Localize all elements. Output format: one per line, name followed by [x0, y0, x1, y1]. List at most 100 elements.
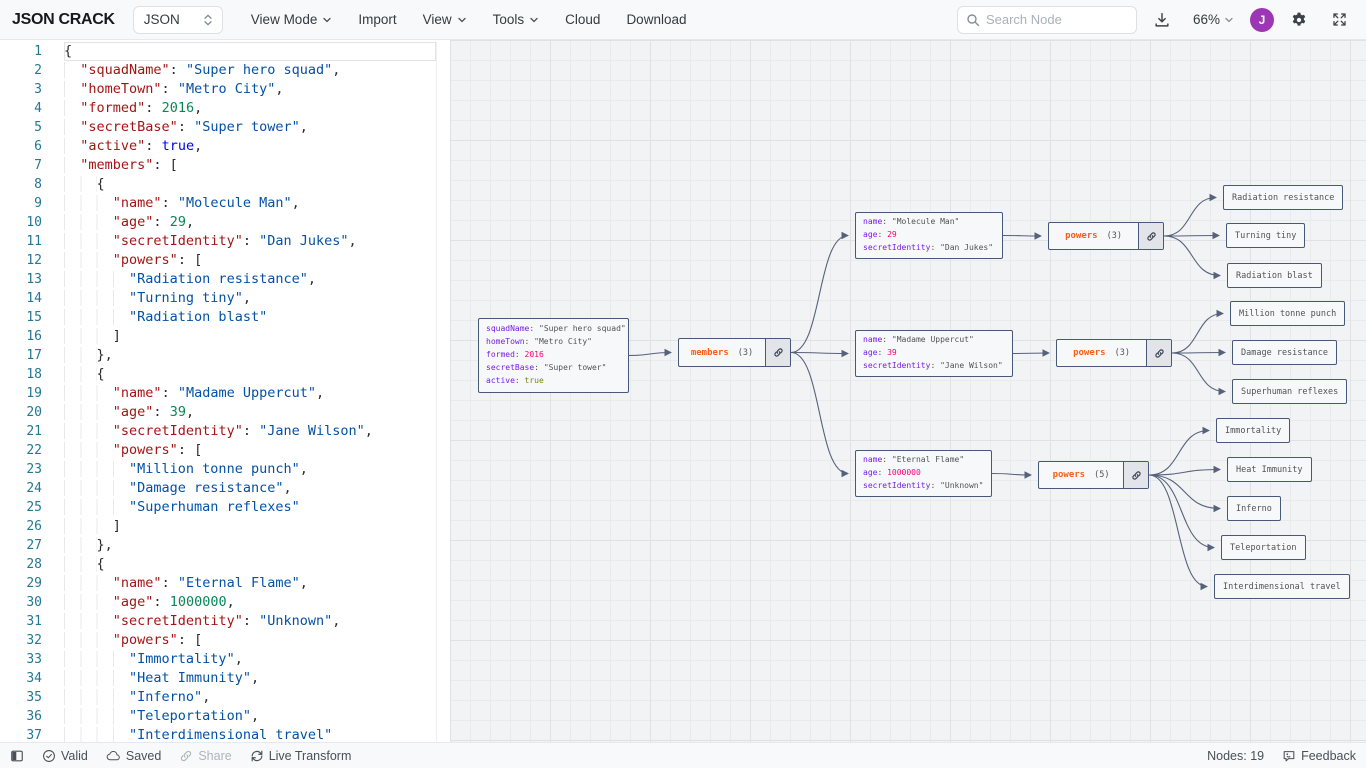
line-code[interactable]: "name": "Eternal Flame",	[64, 574, 436, 593]
collapse-link-button[interactable]	[1138, 223, 1163, 249]
line-code[interactable]: "Inferno",	[64, 688, 436, 707]
line-code[interactable]: "name": "Madame Uppercut",	[64, 384, 436, 403]
line-code[interactable]: {	[64, 555, 436, 574]
line-number: 13	[26, 272, 42, 287]
search-node-box[interactable]	[956, 5, 1137, 34]
fullscreen-button[interactable]	[1324, 5, 1354, 35]
line-code[interactable]: },	[64, 346, 436, 365]
json-editor[interactable]: 1{2 "squadName": "Super hero squad",3 "h…	[0, 40, 450, 742]
graph-leaf-node[interactable]: Radiation resistance	[1223, 185, 1344, 210]
graph-leaf-node[interactable]: Heat Immunity	[1227, 457, 1312, 482]
graph-leaf-node[interactable]: Million tonne punch	[1230, 301, 1346, 326]
link-icon	[773, 348, 783, 357]
editor-line: 6 "active": true,	[0, 137, 436, 156]
graph-edge	[1148, 426, 1210, 476]
graph-parent-node[interactable]: powers(5)	[1038, 461, 1149, 489]
settings-button[interactable]	[1284, 5, 1314, 35]
line-code[interactable]: "Interdimensional travel"	[64, 726, 436, 742]
editor-line: 27 },	[0, 536, 436, 555]
menu-tools[interactable]: Tools	[493, 12, 540, 27]
line-code[interactable]: "formed": 2016,	[64, 99, 436, 118]
menu-cloud[interactable]: Cloud	[565, 12, 601, 27]
share-button[interactable]: Share	[179, 749, 232, 763]
node-property: squadName: "Super hero squad"	[486, 324, 626, 334]
line-number: 37	[26, 728, 42, 742]
live-transform-toggle[interactable]: Live Transform	[250, 749, 351, 763]
menu-view-mode[interactable]: View Mode	[251, 12, 333, 27]
menu-download[interactable]: Download	[626, 12, 687, 27]
line-code[interactable]: "Immortality",	[64, 650, 436, 669]
line-code[interactable]: "Damage resistance",	[64, 479, 436, 498]
line-code[interactable]: "homeTown": "Metro City",	[64, 80, 436, 99]
graph-leaf-node[interactable]: Immortality	[1216, 418, 1291, 443]
line-code[interactable]: },	[64, 536, 436, 555]
line-code[interactable]: "active": true,	[64, 137, 436, 156]
line-code[interactable]: "age": 39,	[64, 403, 436, 422]
line-number: 36	[26, 709, 42, 724]
graph-leaf-node[interactable]: Inferno	[1227, 496, 1281, 521]
format-select[interactable]: JSON	[132, 5, 223, 34]
line-code[interactable]: ]	[64, 327, 436, 346]
graph-leaf-node[interactable]: Turning tiny	[1226, 223, 1306, 248]
line-code[interactable]: "name": "Molecule Man",	[64, 194, 436, 213]
graph-leaf-node[interactable]: Teleportation	[1221, 535, 1306, 560]
search-icon	[967, 13, 980, 26]
check-circle-icon	[43, 749, 55, 762]
collapse-link-button[interactable]	[1146, 340, 1171, 366]
line-code[interactable]: "members": [	[64, 156, 436, 175]
line-code[interactable]: "Teleportation",	[64, 707, 436, 726]
line-code[interactable]: {	[64, 42, 436, 61]
line-code[interactable]: "powers": [	[64, 441, 436, 460]
line-code[interactable]: "Radiation blast"	[64, 308, 436, 327]
editor-line: 30 "age": 1000000,	[0, 593, 436, 612]
line-code[interactable]: "age": 1000000,	[64, 593, 436, 612]
line-code[interactable]: "secretIdentity": "Unknown",	[64, 612, 436, 631]
status-bar: Valid Saved Share Live Transform Nodes: …	[0, 742, 1366, 768]
line-code[interactable]: "Radiation resistance",	[64, 270, 436, 289]
line-code[interactable]: "squadName": "Super hero squad",	[64, 61, 436, 80]
line-code[interactable]: ]	[64, 517, 436, 536]
graph-parent-node[interactable]: powers(3)	[1056, 339, 1172, 367]
graph-parent-node[interactable]: powers(3)	[1048, 222, 1164, 250]
line-code[interactable]: {	[64, 365, 436, 384]
graph-leaf-node[interactable]: Damage resistance	[1232, 340, 1337, 365]
line-code[interactable]: "powers": [	[64, 631, 436, 650]
line-code[interactable]: "Million tonne punch",	[64, 460, 436, 479]
collapse-link-button[interactable]	[765, 339, 790, 366]
graph-leaf-node[interactable]: Superhuman reflexes	[1232, 379, 1348, 404]
line-number: 9	[34, 196, 42, 211]
parent-node-label: members(3)	[690, 347, 754, 358]
menu-view[interactable]: View	[423, 12, 467, 27]
line-code[interactable]: "age": 29,	[64, 213, 436, 232]
leaf-node-text: Heat Immunity	[1236, 464, 1303, 475]
line-number: 14	[26, 291, 42, 306]
graph-leaf-node[interactable]: Radiation blast	[1227, 263, 1322, 288]
graph-canvas[interactable]: squadName: "Super hero squad"homeTown: "…	[450, 40, 1366, 742]
graph-parent-node[interactable]: members(3)	[678, 338, 791, 367]
graph-object-node[interactable]: squadName: "Super hero squad"homeTown: "…	[478, 318, 629, 393]
line-code[interactable]: "powers": [	[64, 251, 436, 270]
collapse-link-button[interactable]	[1123, 462, 1148, 488]
line-code[interactable]: "Heat Immunity",	[64, 669, 436, 688]
zoom-level-dropdown[interactable]: 66%	[1187, 12, 1240, 27]
user-avatar[interactable]: J	[1250, 7, 1274, 32]
graph-leaf-node[interactable]: Interdimensional travel	[1214, 574, 1350, 599]
toggle-editor-panel-button[interactable]	[10, 749, 24, 763]
search-node-input[interactable]	[985, 12, 1116, 27]
menu-import[interactable]: Import	[358, 12, 397, 27]
line-code[interactable]: "secretIdentity": "Jane Wilson",	[64, 422, 436, 441]
download-image-button[interactable]	[1147, 5, 1177, 35]
line-code[interactable]: "Superhuman reflexes"	[64, 498, 436, 517]
expand-arrows-icon	[1332, 13, 1346, 26]
saved-status-button[interactable]: Saved	[106, 749, 161, 763]
line-code[interactable]: "Turning tiny",	[64, 289, 436, 308]
line-number: 19	[26, 386, 42, 401]
line-code[interactable]: {	[64, 175, 436, 194]
line-code[interactable]: "secretIdentity": "Dan Jukes",	[64, 232, 436, 251]
feedback-button[interactable]: Feedback	[1282, 749, 1356, 763]
editor-line: 13 "Radiation resistance",	[0, 270, 436, 289]
line-code[interactable]: "secretBase": "Super tower",	[64, 118, 436, 137]
